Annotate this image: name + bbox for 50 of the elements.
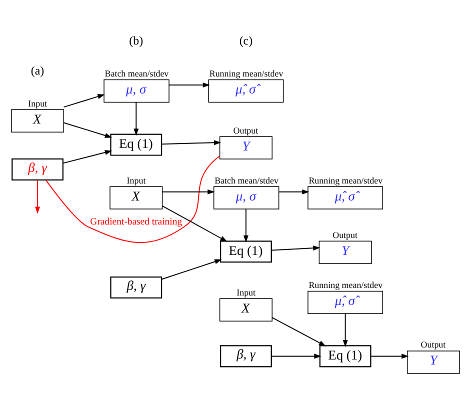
node-label: Running mean/stdev [308,279,383,290]
arrow [272,316,326,346]
node-label: Input [236,286,256,297]
node-box: Eq (1) [319,344,372,367]
connector [45,155,220,242]
label: (c) [239,33,253,48]
arrow [270,353,322,358]
arrow [342,312,348,347]
arrow [35,179,40,214]
arrow [161,258,222,280]
node-box: μ, σ [213,186,280,209]
node-label: Output [420,339,446,350]
node-box: Y [406,350,460,374]
arrow [63,122,112,138]
arrow [134,100,139,136]
node-box: Y [219,136,272,159]
node-box: μ̂, σ̂ [308,186,384,209]
arrow [278,188,310,194]
node-box: β, γ [220,344,272,367]
node-box: μ, σ [104,78,170,102]
node-label: Running mean/stdev [308,174,383,185]
arrow [162,205,228,242]
arrow [243,208,248,242]
arrow [63,94,105,108]
node-box: Y [318,240,372,264]
node-label: Running mean/stdev [209,68,284,78]
arrow [162,188,215,194]
node-label: Batch mean/stdev [214,174,278,185]
arrow [270,245,320,250]
node-box: μ̂, σ̂ [308,290,384,314]
label: (a) [30,62,44,77]
node-label: Output [332,229,358,240]
node-label: Output [233,124,258,135]
arrow [370,353,409,358]
node-box: X [110,186,163,209]
node-box: Eq (1) [110,133,162,156]
arrow [168,82,210,88]
node-box: β, γ [110,276,162,298]
arrow [161,140,222,145]
label: (b) [129,33,144,48]
node-label: Input [126,174,146,185]
node-box: β, γ [12,158,64,180]
node-label: Batch mean/stdev [104,68,169,78]
node-box: Eq (1) [220,240,272,262]
node-box: μ̂, σ̂ [208,78,284,102]
arrow [62,150,112,164]
node-box: X [11,108,64,132]
node-label: Input [28,98,48,108]
node-box: X [219,298,272,321]
edge-label: Gradient-based training [90,216,182,227]
